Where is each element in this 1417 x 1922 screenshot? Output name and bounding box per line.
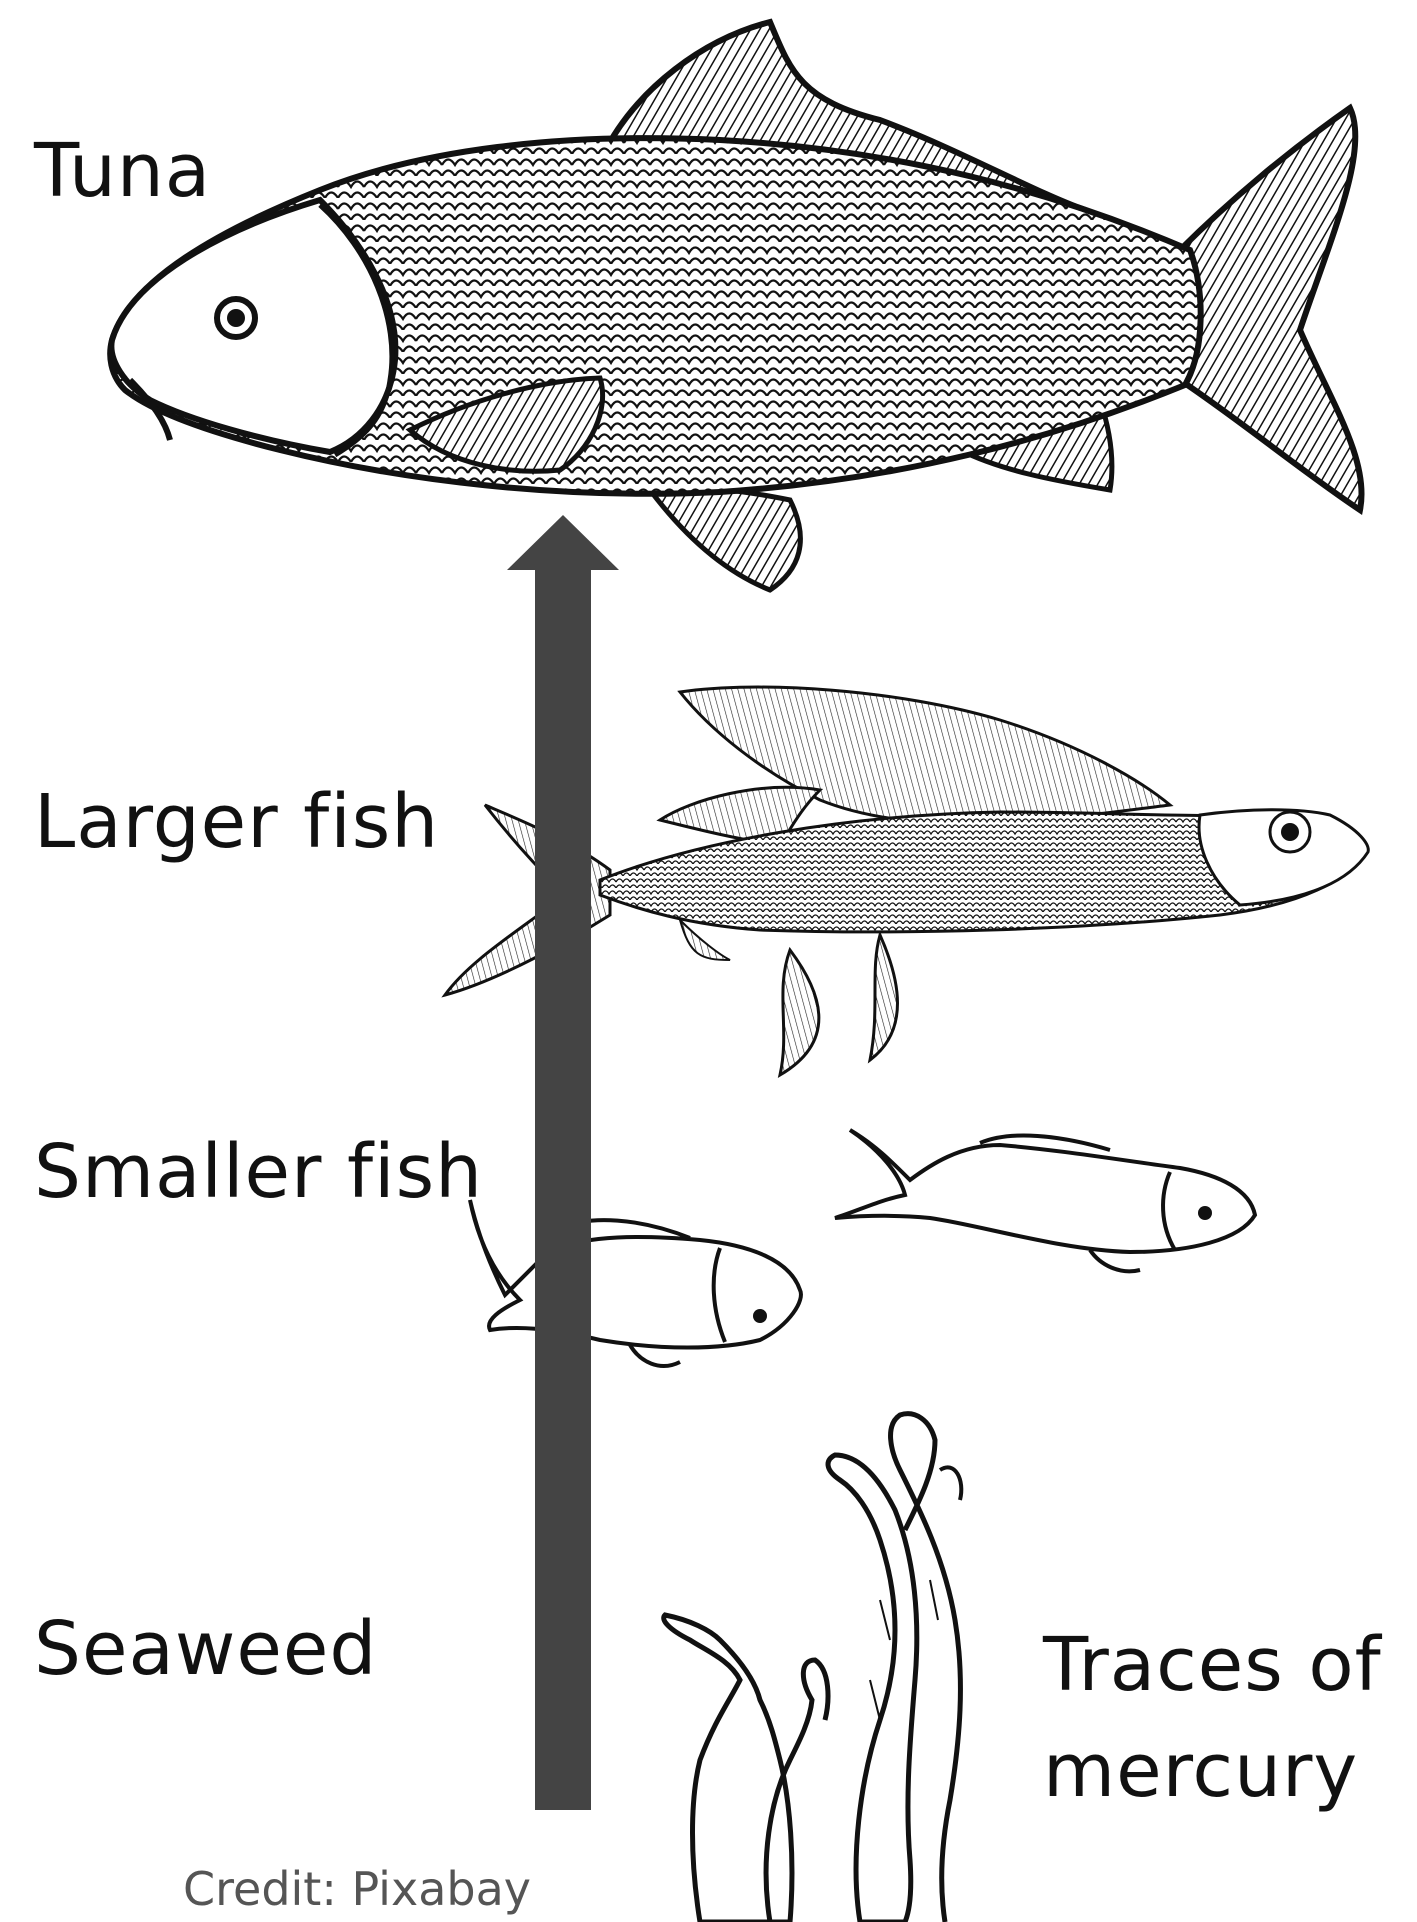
label-mercury-line1: Traces of [1043, 1612, 1403, 1718]
label-tuna: Tuna [34, 134, 211, 208]
seaweed-illustration [664, 1414, 962, 1922]
label-seaweed: Seaweed [34, 1612, 377, 1686]
small-fish-illustration-2 [470, 1200, 801, 1366]
small-fish-illustration [835, 1130, 1255, 1271]
label-smaller-fish: Smaller fish [34, 1135, 483, 1209]
label-mercury-line2: mercury [1043, 1718, 1403, 1824]
label-traces-of-mercury: Traces of mercury [1043, 1612, 1403, 1824]
upward-arrow [507, 515, 619, 1810]
tuna-pelvic-fin [650, 488, 800, 590]
image-credit: Credit: Pixabay [183, 1866, 531, 1912]
tuna-tail-fin [1180, 108, 1362, 510]
tuna-illustration [110, 22, 1361, 590]
label-larger-fish: Larger fish [34, 785, 439, 859]
